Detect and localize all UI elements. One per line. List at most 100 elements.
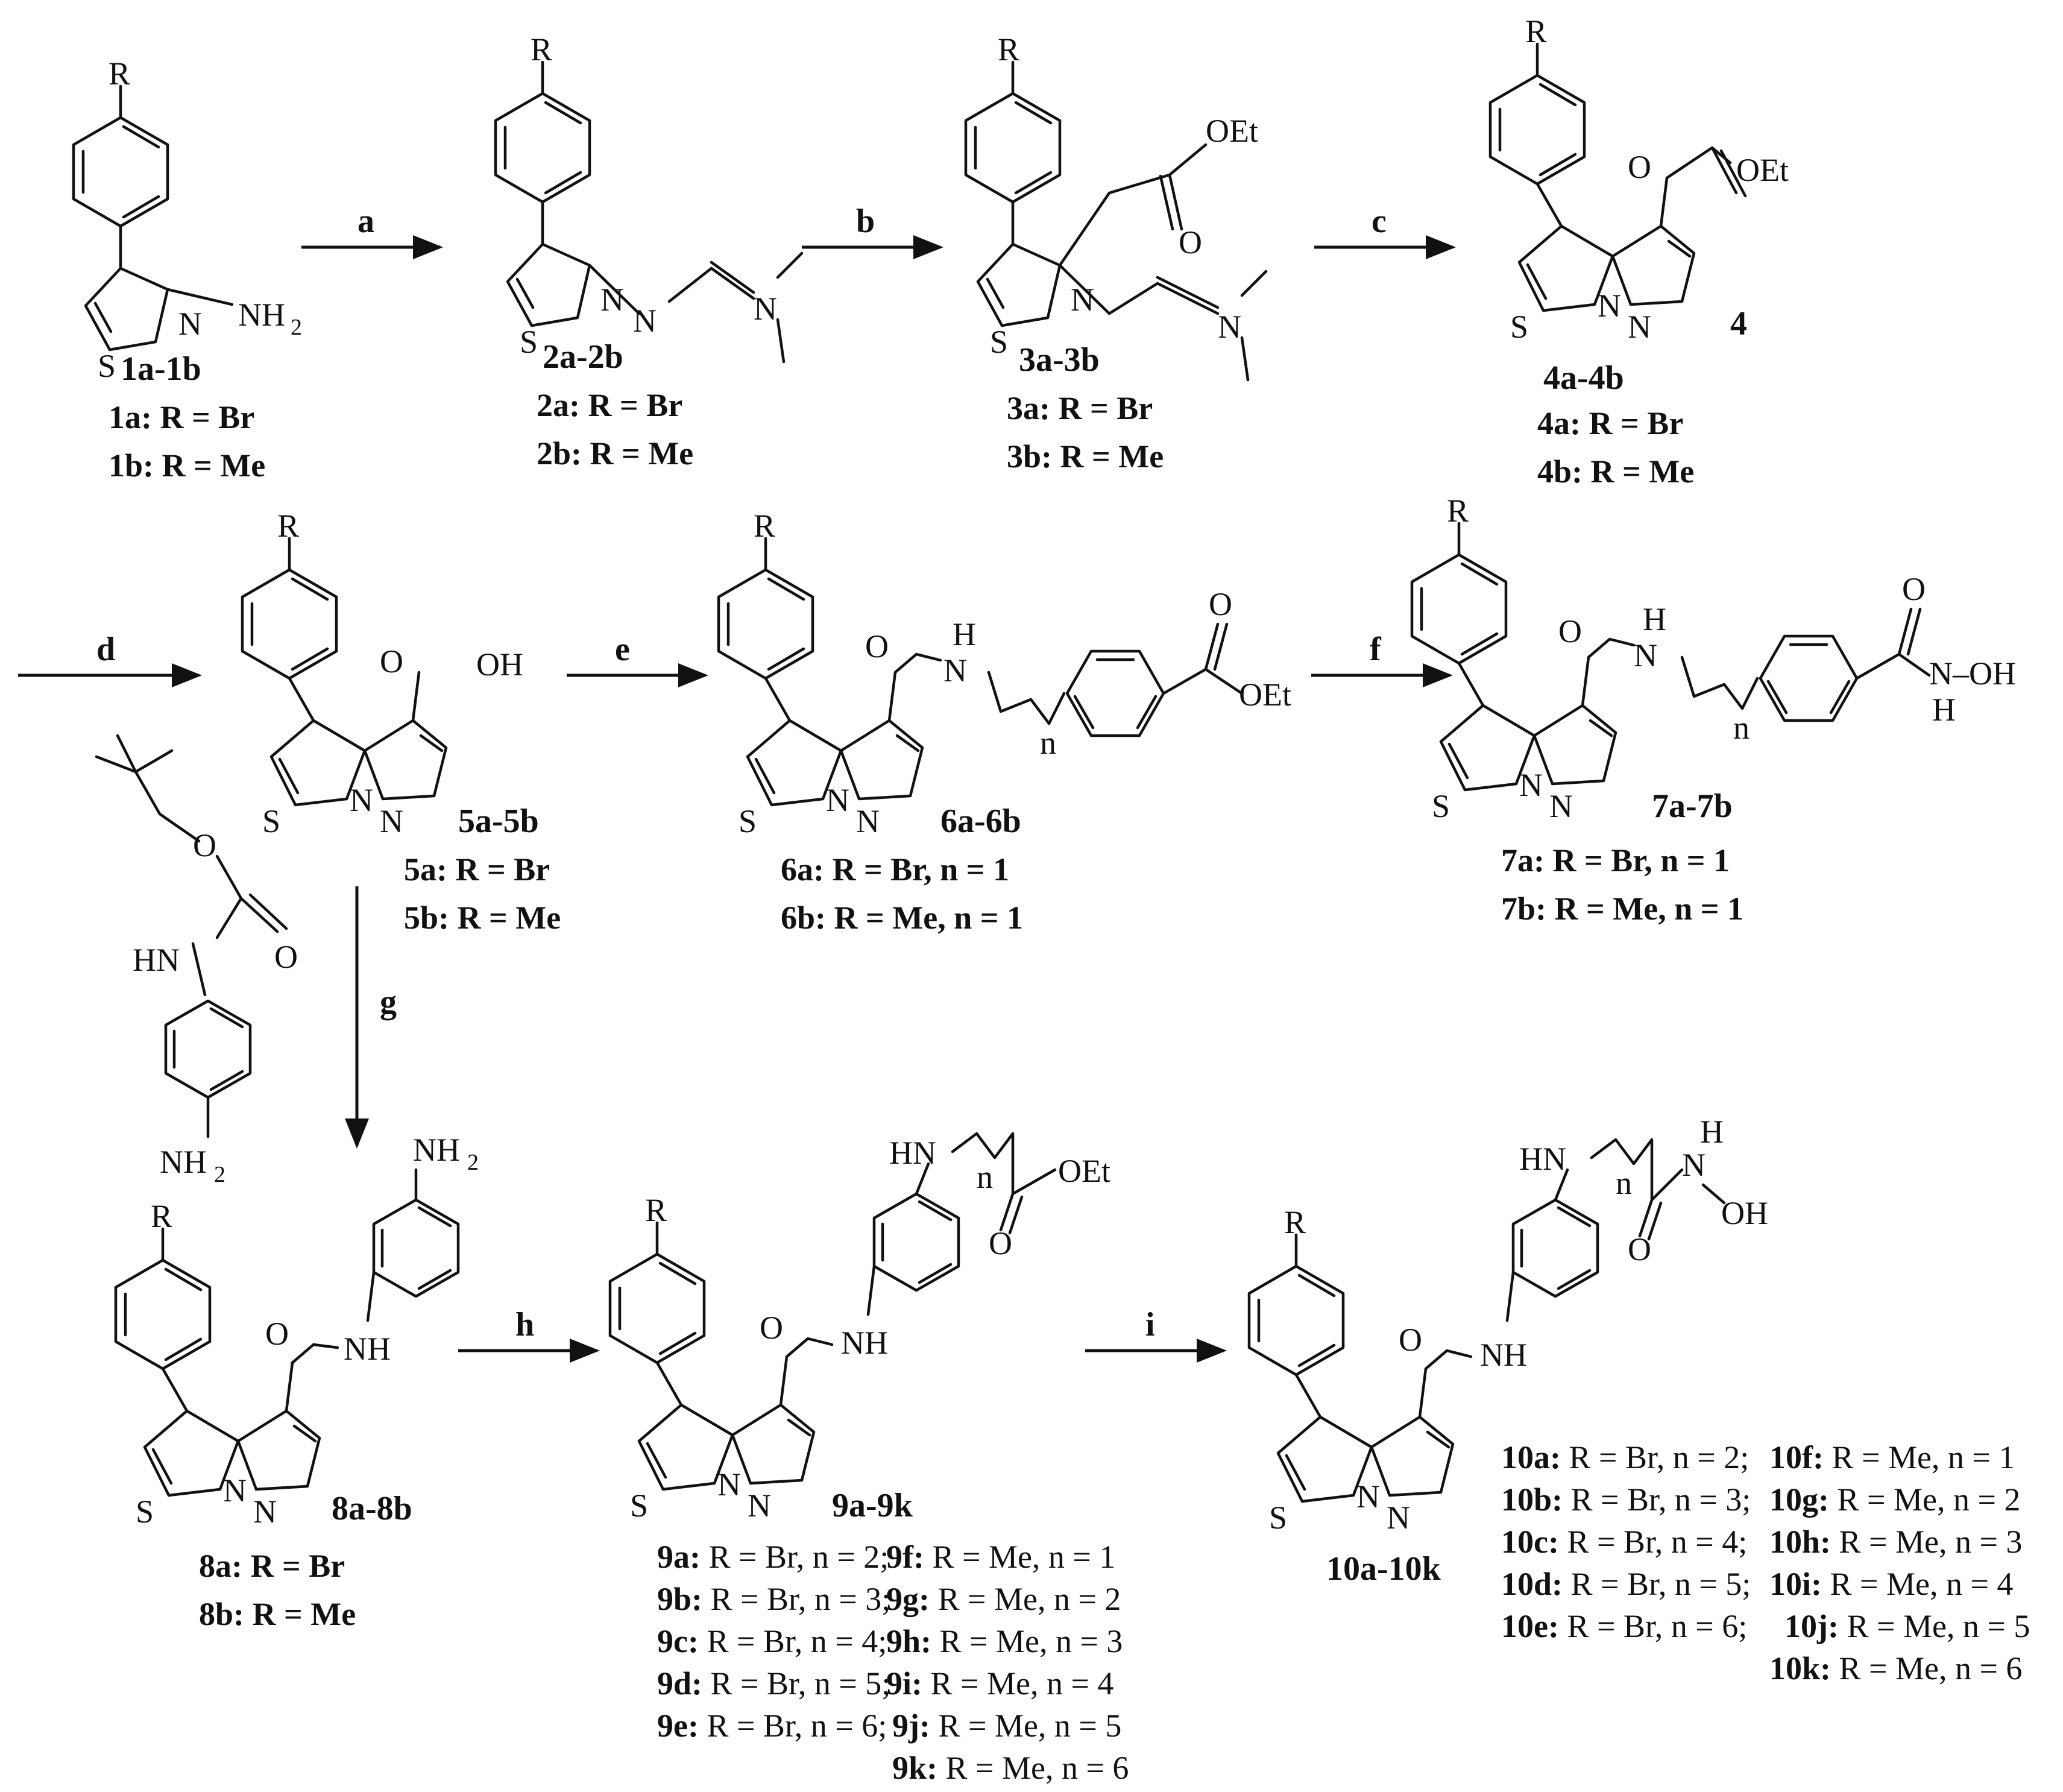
atom-oh: OH (1721, 1195, 1768, 1231)
atom-n: N (1598, 288, 1621, 324)
def-10c-text: R = Br, n = 4; (1559, 1524, 1747, 1560)
atom-n: N (633, 303, 657, 339)
atom-n: N (754, 291, 777, 327)
def-10h-id: 10h: (1769, 1524, 1831, 1560)
atom-oh: OH (476, 646, 523, 683)
def-3a: 3a: R = Br (1007, 390, 1153, 426)
def-9e-id: 9e: (657, 1708, 699, 1744)
atom-r: R (277, 508, 299, 544)
atom-h: H (1700, 1114, 1724, 1150)
atom-s: S (1510, 309, 1528, 345)
atom-o: O (265, 1316, 289, 1352)
def-10j-text: R = Me, n = 5 (1839, 1608, 2030, 1644)
atom-o: O (193, 827, 216, 863)
atom-hn: HN (1519, 1141, 1566, 1177)
compound-5-structure: R N S N O OH (242, 508, 523, 839)
atom-s: S (262, 803, 280, 839)
atom-n: N (1628, 309, 1651, 345)
atom-s: S (990, 324, 1008, 360)
atom-n-index: n (1733, 710, 1750, 746)
def-9i-id: 9i: (886, 1665, 922, 1702)
atom-r: R (998, 31, 1019, 68)
def-1a: 1a: R = Br (109, 399, 254, 435)
label-6a-6b: 6a-6b (940, 803, 1021, 840)
atom-n: N (1218, 309, 1241, 345)
def-7a: 7a: R = Br, n = 1 (1501, 842, 1730, 879)
atom-n: N (748, 1488, 771, 1524)
atom-n: N (253, 1494, 277, 1530)
label-10a-10k: 10a-10k (1326, 1550, 1441, 1588)
step-label-f: f (1370, 631, 1382, 668)
svg-text:9h: R = Me, n = 3: 9h: R = Me, n = 3 (886, 1623, 1123, 1659)
atom-hn: HN (889, 1135, 936, 1171)
atom-oet: OEt (1206, 113, 1258, 149)
step-label-a: a (357, 203, 374, 240)
svg-text:9d: R = Br, n = 5;: 9d: R = Br, n = 5; (657, 1665, 890, 1702)
svg-text:9i: R = Me, n = 4: 9i: R = Me, n = 4 (886, 1665, 1113, 1702)
def-10b-id: 10b: (1501, 1481, 1563, 1518)
label-9a-9k: 9a-9k (832, 1487, 913, 1524)
atom-n: N (1356, 1478, 1380, 1515)
atom-o: O (274, 939, 298, 975)
atom-sub2: 2 (467, 1150, 479, 1175)
def-9g-id: 9g: (886, 1581, 930, 1617)
atom-r: R (109, 55, 130, 92)
def-5b: 5b: R = Me (404, 900, 561, 936)
atom-r: R (645, 1192, 667, 1228)
svg-text:10f: R = Me, n = 1: 10f: R = Me, n = 1 (1769, 1439, 2015, 1475)
compound-1-structure: R N S NH 2 (74, 55, 302, 384)
atom-nh: NH (841, 1325, 888, 1361)
svg-text:10d: R = Br, n = 5;: 10d: R = Br, n = 5; (1501, 1566, 1751, 1602)
def-10k-id: 10k: (1769, 1650, 1831, 1686)
atom-h: H (1932, 692, 1956, 728)
def-9a-text: R = Br, n = 2; (701, 1539, 889, 1575)
compound-2-structure: R N S N N (496, 31, 804, 364)
atom-nh2: NH (238, 297, 285, 333)
atom-nh: NH (344, 1331, 391, 1367)
def-6b: 6b: R = Me, n = 1 (781, 900, 1023, 936)
def-9j-id: 9j: (892, 1708, 930, 1744)
def-9a-id: 9a: (657, 1539, 701, 1575)
def-9k-id: 9k: (892, 1750, 937, 1786)
atom-n: N (178, 306, 202, 342)
compound-10-structure: R N S N O NH HN n O H N OH (1249, 1114, 1768, 1536)
label-4a-4b: 4a-4b (1543, 359, 1624, 397)
def-5a: 5a: R = Br (404, 851, 550, 888)
label-7a-7b: 7a-7b (1652, 787, 1733, 825)
atom-n: N (380, 803, 403, 839)
atom-n-index: n (977, 1159, 993, 1195)
step-label-b: b (856, 203, 875, 240)
definitions-10: 10a: R = Br, n = 2; 10f: R = Me, n = 1 1… (1501, 1439, 2030, 1686)
definitions-9: 9a: R = Br, n = 2; 9f: R = Me, n = 1 9b:… (657, 1539, 1129, 1786)
atom-oet: OEt (1736, 152, 1789, 188)
svg-text:9a: R = Br, n = 2;: 9a: R = Br, n = 2; (657, 1539, 889, 1575)
atom-r: R (1447, 493, 1469, 529)
svg-text:9k: R = Me, n = 6: 9k: R = Me, n = 6 (892, 1750, 1129, 1786)
atom-s: S (630, 1488, 648, 1524)
svg-text:10j: R = Me, n = 5: 10j: R = Me, n = 5 (1784, 1608, 2030, 1644)
def-10e-text: R = Br, n = 6; (1559, 1608, 1747, 1644)
atom-nh: NH (1480, 1337, 1527, 1373)
def-10f-text: R = Me, n = 1 (1824, 1439, 2015, 1475)
step-label-i: i (1145, 1306, 1155, 1343)
step-label-e: e (615, 631, 630, 668)
atom-o: O (1902, 571, 1926, 607)
atom-s: S (1269, 1500, 1287, 1536)
def-10f-id: 10f: (1769, 1439, 1824, 1475)
atom-r: R (1284, 1204, 1306, 1240)
svg-text:10a: R = Br, n = 2;: 10a: R = Br, n = 2; (1501, 1439, 1749, 1475)
svg-text:9f: R = Me, n = 1: 9f: R = Me, n = 1 (886, 1539, 1115, 1575)
svg-text:10b: R = Br, n = 3;: 10b: R = Br, n = 3; (1501, 1481, 1751, 1518)
def-10c-id: 10c: (1501, 1524, 1559, 1560)
atom-n: N (1634, 637, 1657, 674)
compound-6-structure: R N S N O H N n O OEt (719, 508, 1291, 839)
svg-text:9b: R = Br, n = 3;: 9b: R = Br, n = 3; (657, 1581, 890, 1617)
svg-text:9g: R = Me, n = 2: 9g: R = Me, n = 2 (886, 1581, 1121, 1617)
def-10i-text: R = Me, n = 4 (1822, 1566, 2013, 1602)
def-10e-id: 10e: (1501, 1608, 1559, 1644)
def-7b: 7b: R = Me, n = 1 (1501, 891, 1743, 927)
def-10a-id: 10a: (1501, 1439, 1561, 1475)
atom-o: O (1209, 586, 1232, 622)
atom-s: S (98, 348, 116, 384)
